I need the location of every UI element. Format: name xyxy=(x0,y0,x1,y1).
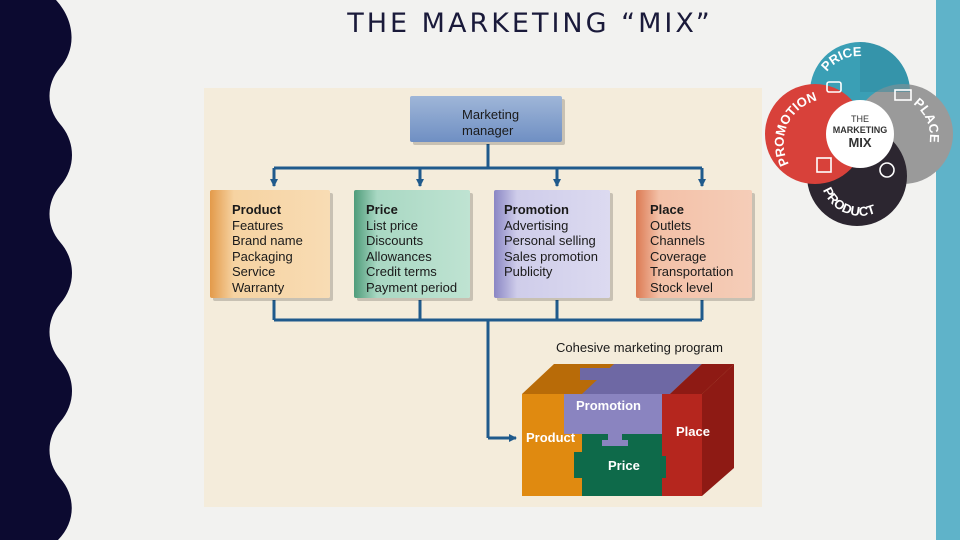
price-item: List price xyxy=(366,217,419,233)
logo-center-big: MIX xyxy=(848,135,871,150)
right-accent-band xyxy=(936,0,960,540)
puzzle-cube-graphic xyxy=(522,364,734,496)
promotion-item: Advertising xyxy=(504,217,569,233)
marketing-manager-box: Marketing manager xyxy=(410,96,562,142)
price-heading: Price xyxy=(366,202,398,217)
promotion-item: Personal selling xyxy=(504,233,596,248)
manager-line-2: manager xyxy=(462,123,514,138)
place-heading: Place xyxy=(650,202,684,217)
price-item: Credit terms xyxy=(366,264,437,279)
price-item: Payment period xyxy=(366,279,458,295)
cube-product-label: Product xyxy=(526,430,576,445)
cube-price-label: Price xyxy=(608,458,640,473)
product-item: Features xyxy=(232,217,284,233)
logo-globe-icon xyxy=(879,162,895,178)
marketing-mix-logo: PRICE PLACE PRODUCT PROMOTION THE MARKET… xyxy=(765,42,953,226)
logo-money-icon xyxy=(894,89,912,101)
left-wavy-band xyxy=(0,0,72,540)
place-item: Channels xyxy=(650,233,705,248)
connector-lines xyxy=(270,144,706,442)
product-item: Warranty xyxy=(232,279,285,295)
product-item: Service xyxy=(232,264,276,279)
promotion-box: Promotion Advertising Personal selling S… xyxy=(494,190,610,298)
logo-center-small: THE xyxy=(851,114,869,124)
place-item: Outlets xyxy=(650,217,692,233)
price-box: Price List price Discounts Allowances Cr… xyxy=(354,190,470,298)
place-item: Stock level xyxy=(650,279,713,295)
puzzle-cube: Promotion Product Place Price xyxy=(520,360,736,505)
price-item: Allowances xyxy=(366,248,432,264)
manager-line-1: Marketing xyxy=(462,107,520,122)
place-item: Coverage xyxy=(650,248,707,264)
product-heading: Product xyxy=(232,202,282,217)
logo-center-mid: MARKETING xyxy=(833,125,888,135)
logo-calendar-icon xyxy=(816,157,832,173)
price-item: Discounts xyxy=(366,233,424,248)
product-box: Product Features Brand name Packaging Se… xyxy=(210,190,330,298)
cube-promotion-label: Promotion xyxy=(576,398,641,413)
product-item: Brand name xyxy=(232,233,303,248)
slide-title: THE MARKETING “MIX” xyxy=(347,8,713,39)
promotion-item: Publicity xyxy=(504,264,553,279)
promotion-item: Sales promotion xyxy=(504,248,598,264)
marketing-mix-diagram: Marketing manager Product Features Brand… xyxy=(204,88,762,507)
place-item: Transportation xyxy=(650,264,734,279)
place-box: Place Outlets Channels Coverage Transpor… xyxy=(636,190,752,298)
cohesive-program-label: Cohesive marketing program xyxy=(556,340,723,355)
logo-price-tag-icon xyxy=(826,81,842,93)
promotion-heading: Promotion xyxy=(504,202,569,217)
product-item: Packaging xyxy=(232,248,293,264)
cube-place-label: Place xyxy=(676,424,710,439)
